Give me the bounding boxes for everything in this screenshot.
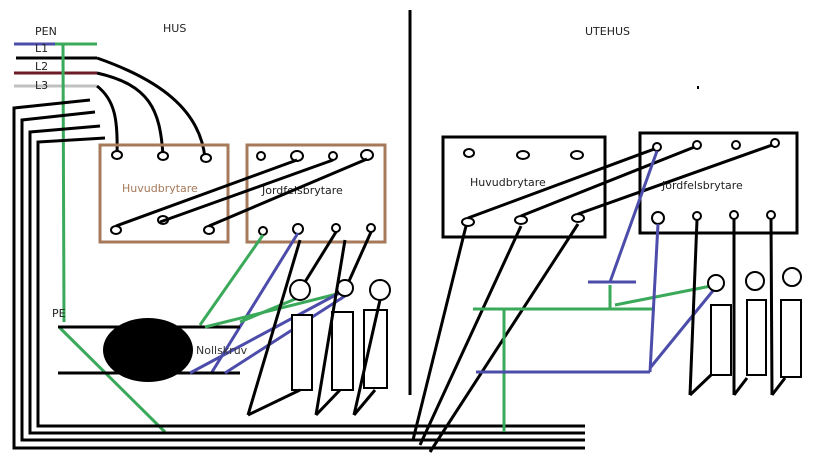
label-pen: PEN (35, 25, 57, 38)
outhouse-main-switch: Huvudbrytare (441, 135, 776, 239)
label-nollskruv: Nollskruv (196, 344, 248, 357)
label-l1: L1 (35, 42, 48, 55)
neutral-bar: PE Nollskruv (52, 288, 346, 382)
house-fuses (246, 239, 391, 417)
house-main-switch-label: Huvudbrytare (122, 182, 198, 195)
outhouse-rcd: Jordfelsbrytare (638, 131, 799, 235)
outhouse-main-switch-label: Huvudbrytare (470, 176, 546, 189)
cable-bundle (12, 98, 585, 450)
outhouse-rcd-label: Jordfelsbrytare (661, 179, 743, 192)
label-l2: L2 (35, 60, 48, 73)
label-l3: L3 (35, 79, 48, 92)
outhouse-fuses (688, 218, 802, 397)
house-internal-wiring (115, 157, 373, 373)
outhouse-wiring (411, 150, 718, 453)
incoming-supply (14, 42, 207, 434)
house-main-switch: Huvudbrytare (98, 143, 230, 244)
label-pe: PE (52, 307, 66, 320)
house-rcd: Jordfelsbrytare (245, 143, 387, 244)
label-utehus: UTEHUS (585, 25, 630, 38)
label-hus: HUS (163, 22, 186, 35)
